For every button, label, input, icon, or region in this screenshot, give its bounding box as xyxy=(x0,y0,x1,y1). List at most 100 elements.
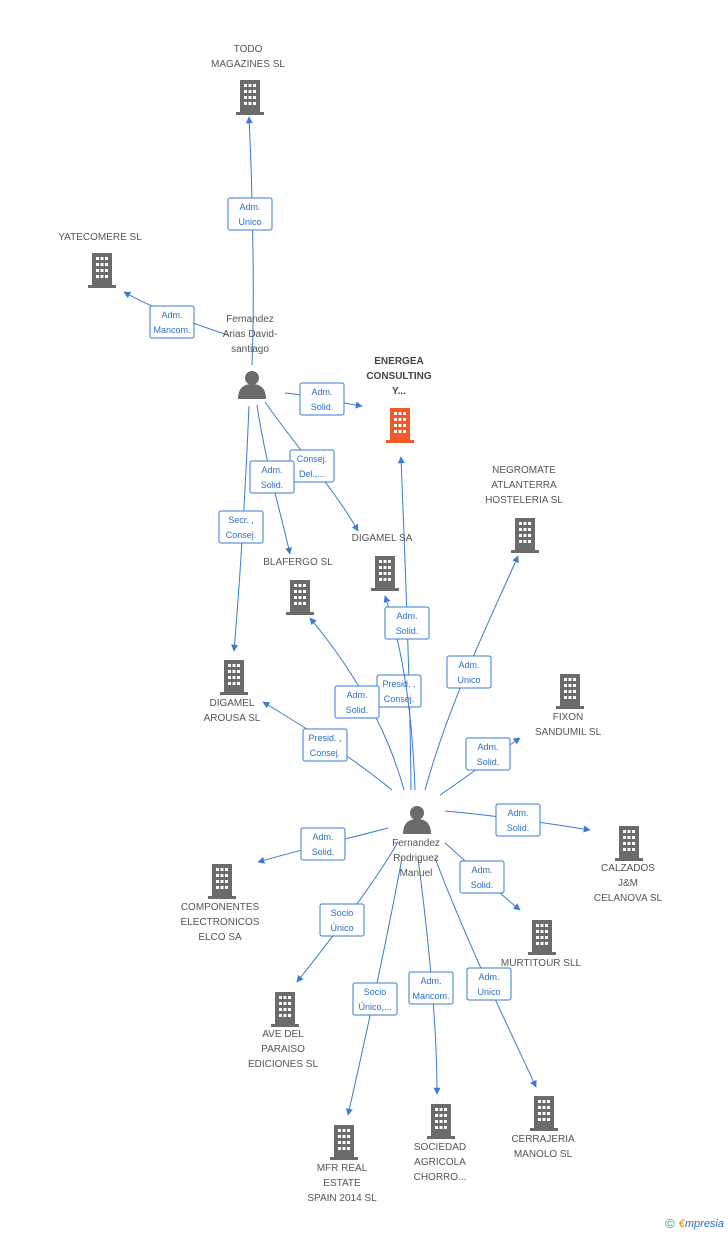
building-icon[interactable] xyxy=(556,674,584,709)
edge-label-box[interactable] xyxy=(300,827,346,861)
edge-label-box[interactable] xyxy=(459,860,505,894)
building-icon[interactable] xyxy=(220,660,248,695)
node-sociedad[interactable]: SOCIEDADAGRICOLACHORRO... xyxy=(414,1104,467,1183)
edge-label-text: Adm. xyxy=(471,865,492,875)
edge-label-box[interactable] xyxy=(319,903,365,937)
node-label: SOCIEDAD xyxy=(414,1142,466,1153)
node-label: MFR REAL xyxy=(317,1163,368,1174)
edge-frmanuel-to-blafergo: Adm.Solid. xyxy=(309,617,405,791)
edge-label-text: Adm. xyxy=(239,202,260,212)
edge-label-text: Solid. xyxy=(346,705,369,715)
edge-label-text: Consej. xyxy=(310,748,341,758)
edge-label-text: Unico xyxy=(238,217,261,227)
edge-label-box[interactable] xyxy=(466,967,512,1001)
edge-label-box[interactable] xyxy=(465,737,511,771)
edge-frmanuel-to-cerrajeria: Adm.Unico xyxy=(434,857,537,1088)
edge-label-text: Solid. xyxy=(311,402,334,412)
edge-label-box[interactable] xyxy=(495,803,541,837)
edge-label-box[interactable] xyxy=(408,971,454,1005)
building-icon[interactable] xyxy=(208,864,236,899)
building-icon[interactable] xyxy=(511,518,539,553)
edge-label-box[interactable] xyxy=(249,460,295,494)
edge-label-text: Único xyxy=(330,923,353,933)
edge-label-box[interactable] xyxy=(299,382,345,416)
building-icon[interactable] xyxy=(236,80,264,115)
node-fixon[interactable]: FIXON SANDUMIL SL xyxy=(535,674,602,738)
edge-label-box[interactable] xyxy=(149,305,195,339)
building-icon[interactable] xyxy=(271,992,299,1027)
node-label: SANDUMIL SL xyxy=(535,727,602,738)
node-digamel[interactable]: DIGAMEL SA xyxy=(352,533,413,591)
edge-label-text: Solid. xyxy=(477,757,500,767)
edge-label-box[interactable] xyxy=(446,655,492,689)
edge-label-text: Adm. xyxy=(396,611,417,621)
node-mfr[interactable]: MFR REAL ESTATE SPAIN 2014 SL xyxy=(307,1125,377,1204)
edge-label-text: Adm. xyxy=(420,976,441,986)
edge-label-box[interactable] xyxy=(384,606,430,640)
edge-label-box[interactable] xyxy=(218,510,264,544)
building-icon[interactable] xyxy=(427,1104,455,1139)
building-icon[interactable] xyxy=(330,1125,358,1160)
node-label: ATLANTERRA xyxy=(491,480,557,491)
edge-label-box[interactable] xyxy=(302,728,348,762)
edge-label-text: Unico xyxy=(457,675,480,685)
node-label: DIGAMEL xyxy=(209,698,254,709)
node-label: CALZADOS xyxy=(601,863,655,874)
building-icon[interactable] xyxy=(615,826,643,861)
node-yate[interactable]: YATECOMERE SL xyxy=(58,232,142,288)
brand-logo: €mpresia xyxy=(678,1217,724,1230)
person-icon[interactable] xyxy=(403,806,431,834)
edge-frmanuel-to-negromate: Adm.Unico xyxy=(424,555,519,791)
edge-label-box[interactable] xyxy=(334,685,380,719)
edge-label-text: Solid. xyxy=(312,847,335,857)
building-icon[interactable] xyxy=(286,580,314,615)
building-icon[interactable] xyxy=(530,1096,558,1131)
edge-fadavid-to-digarousa: Secr. ,Consej. xyxy=(218,405,264,652)
node-energea[interactable]: ENERGEACONSULTINGY... xyxy=(366,356,432,443)
edge-label-text: Consej. xyxy=(297,454,328,464)
node-label: DIGAMEL SA xyxy=(352,533,413,544)
node-label: CELANOVA SL xyxy=(594,893,663,904)
node-label: Fernandez xyxy=(226,314,274,325)
building-icon[interactable] xyxy=(88,253,116,288)
node-label: AGRICOLA xyxy=(414,1157,466,1168)
edge-label-box[interactable] xyxy=(227,197,273,231)
edge-label-text: Adm. xyxy=(478,972,499,982)
node-label: COMPONENTES xyxy=(181,902,260,913)
edge-frmanuel-to-fixon: Adm.Solid. xyxy=(439,737,521,796)
node-label: SPAIN 2014 SL xyxy=(307,1193,377,1204)
node-label: YATECOMERE SL xyxy=(58,232,142,243)
node-blafergo[interactable]: BLAFERGO SL xyxy=(263,557,333,615)
node-label: FIXON xyxy=(553,712,584,723)
building-icon[interactable] xyxy=(371,556,399,591)
copyright-symbol: © xyxy=(665,1216,675,1231)
node-label: AVE DEL xyxy=(262,1029,304,1040)
edge-line xyxy=(245,116,254,366)
edge-label-text: Adm. xyxy=(312,832,333,842)
edge-label-box[interactable] xyxy=(352,982,398,1016)
edge-label-text: Único,... xyxy=(358,1002,391,1012)
edge-fadavid-to-digamel: Consej.Del.,... xyxy=(264,401,359,532)
node-label: santiago xyxy=(231,344,269,355)
node-label: MURTITOUR SLL xyxy=(501,958,582,969)
node-murtitour[interactable]: MURTITOUR SLL xyxy=(501,920,582,969)
person-icon[interactable] xyxy=(238,371,266,399)
node-label: ESTATE xyxy=(323,1178,361,1189)
edge-label-text: Solid. xyxy=(396,626,419,636)
node-label: HOSTELERIA SL xyxy=(485,495,563,506)
edge-fadavid-to-todo: Adm. Unico xyxy=(227,116,273,366)
building-icon[interactable] xyxy=(386,408,414,443)
building-icon[interactable] xyxy=(528,920,556,955)
edge-label-text: Socio xyxy=(364,987,387,997)
